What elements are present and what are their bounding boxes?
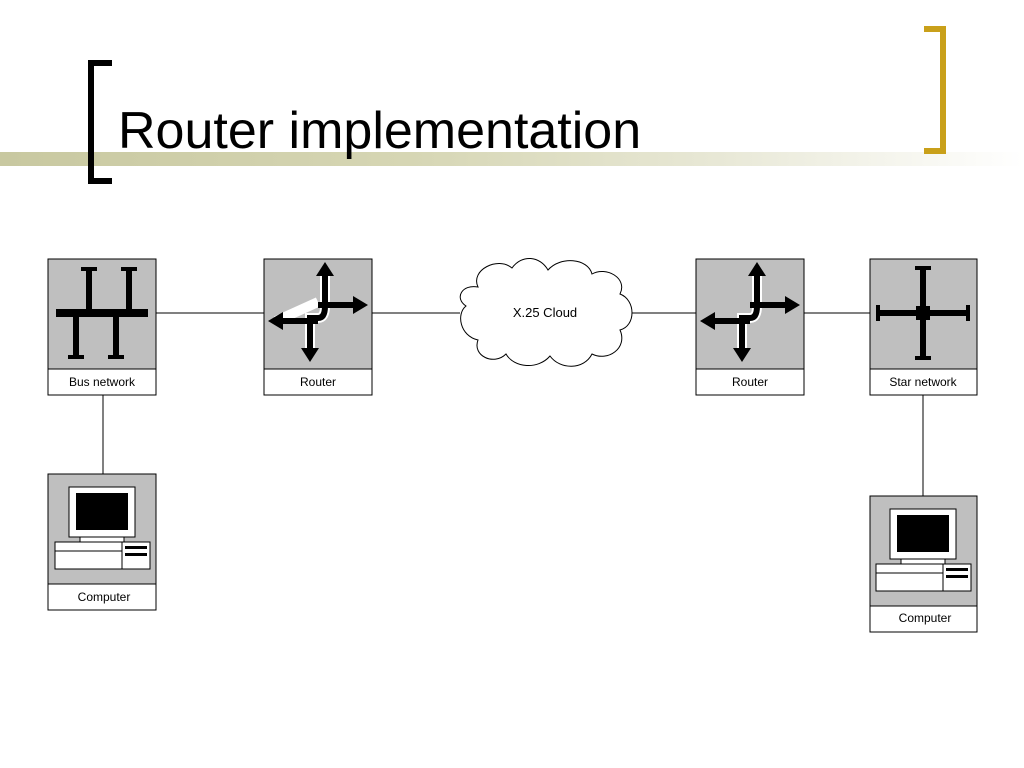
bus-network-label: Bus network xyxy=(69,375,136,389)
cloud-icon xyxy=(459,258,633,367)
computer-icon xyxy=(875,508,972,592)
computer-left-node: Computer xyxy=(47,473,157,611)
cloud-label: X.25 Cloud xyxy=(513,305,577,320)
computer-icon xyxy=(54,486,151,570)
star-network-label: Star network xyxy=(889,375,957,389)
computer-right-label: Computer xyxy=(899,611,952,625)
left-bracket-decoration xyxy=(88,60,112,184)
router-left-node: Router xyxy=(263,258,373,396)
title-decoration-band xyxy=(0,152,1024,166)
router-right-node: Router xyxy=(695,258,805,396)
bus-network-icon xyxy=(56,267,148,359)
x25-cloud-node: X.25 Cloud xyxy=(459,258,633,367)
router-icon xyxy=(700,262,800,362)
right-bracket-decoration xyxy=(924,26,946,154)
slide-title: Router implementation xyxy=(118,102,642,160)
router-icon xyxy=(268,262,368,362)
star-network-icon xyxy=(876,266,970,360)
router-left-label: Router xyxy=(300,375,336,389)
computer-right-node: Computer xyxy=(869,495,978,633)
star-network-node: Star network xyxy=(869,258,978,396)
router-right-label: Router xyxy=(732,375,768,389)
computer-left-label: Computer xyxy=(78,590,131,604)
bus-network-node: Bus network xyxy=(47,258,157,396)
